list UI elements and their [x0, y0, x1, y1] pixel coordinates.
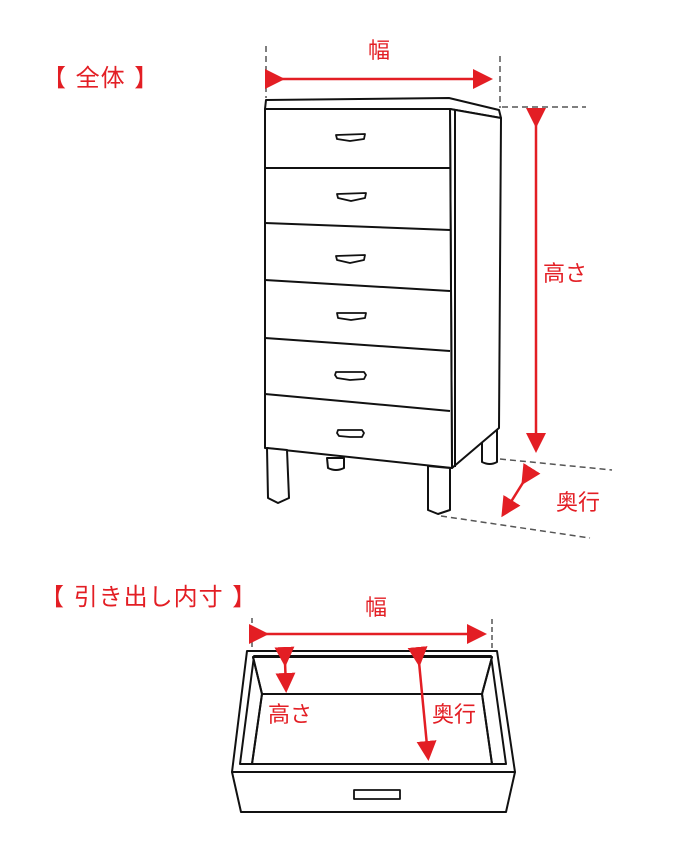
chest-leg-back-left [326, 457, 345, 471]
inner-height-arrow [274, 646, 296, 693]
chest-leg-front-right [427, 465, 451, 515]
drawer-depth-label: 奥行 [432, 703, 477, 728]
chest-front [264, 108, 453, 469]
overall-section-title: 【 全体 】 [42, 64, 160, 92]
overall-depth-label: 奥行 [556, 491, 601, 516]
chest-leg-front-left [266, 447, 290, 504]
drawer-illustration [231, 650, 516, 813]
drawer-dimension-arrows [249, 624, 487, 761]
chest-side-panel [449, 108, 502, 469]
overall-width-label: 幅 [368, 39, 391, 64]
drawer-section-title: 【 引き出し内寸 】 [40, 583, 258, 611]
drawer-handle [353, 789, 401, 800]
inner-depth-arrow [407, 646, 437, 761]
drawer-width-label: 幅 [365, 596, 388, 621]
overall-dimension-arrows [265, 69, 546, 518]
overall-height-label: 高さ [543, 262, 588, 287]
drawer-height-label: 高さ [268, 703, 313, 728]
drawer-handles [334, 133, 367, 438]
depth-arrow [501, 462, 541, 518]
chest-illustration [264, 97, 502, 515]
